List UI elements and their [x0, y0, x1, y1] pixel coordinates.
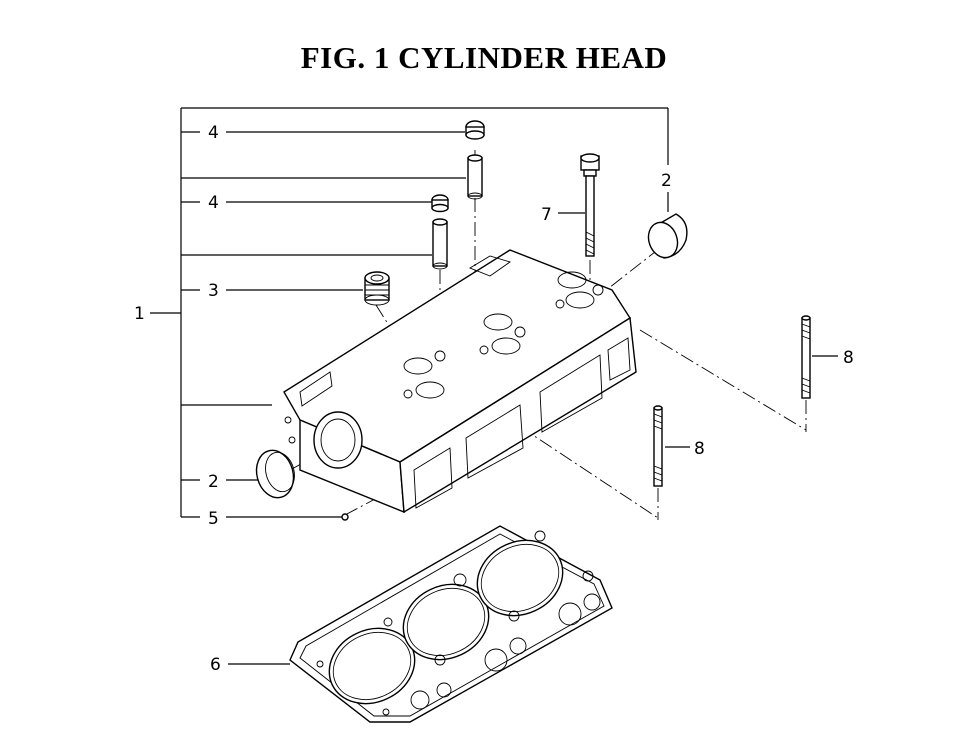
callout-8-lower: 8	[694, 439, 705, 459]
valve-guide-lower	[431, 194, 449, 270]
callout-3: 3	[208, 281, 219, 301]
head-gasket	[289, 525, 613, 723]
callout-7: 7	[541, 205, 552, 225]
callout-6: 6	[210, 655, 221, 675]
callout-2-top: 2	[661, 171, 672, 191]
callout-1: 1	[134, 304, 145, 324]
callout-4-bottom: 4	[208, 193, 219, 213]
head-bolt	[580, 153, 600, 257]
stud-lower	[653, 405, 663, 487]
sealing-cap-bottom	[255, 449, 295, 499]
nozzle-sleeve	[364, 271, 390, 306]
callout-8-right: 8	[843, 348, 854, 368]
dowel-pin	[341, 513, 349, 521]
callout-5: 5	[208, 509, 219, 529]
cylinder-head	[283, 249, 637, 514]
callout-2-bottom: 2	[208, 472, 219, 492]
stud-right	[801, 315, 811, 399]
callout-4-top: 4	[208, 123, 219, 143]
assembly-bracket	[150, 107, 838, 665]
sealing-cap-top	[647, 213, 688, 259]
valve-guide-upper	[465, 120, 485, 200]
figure-title: FIG. 1 CYLINDER HEAD	[300, 40, 668, 75]
